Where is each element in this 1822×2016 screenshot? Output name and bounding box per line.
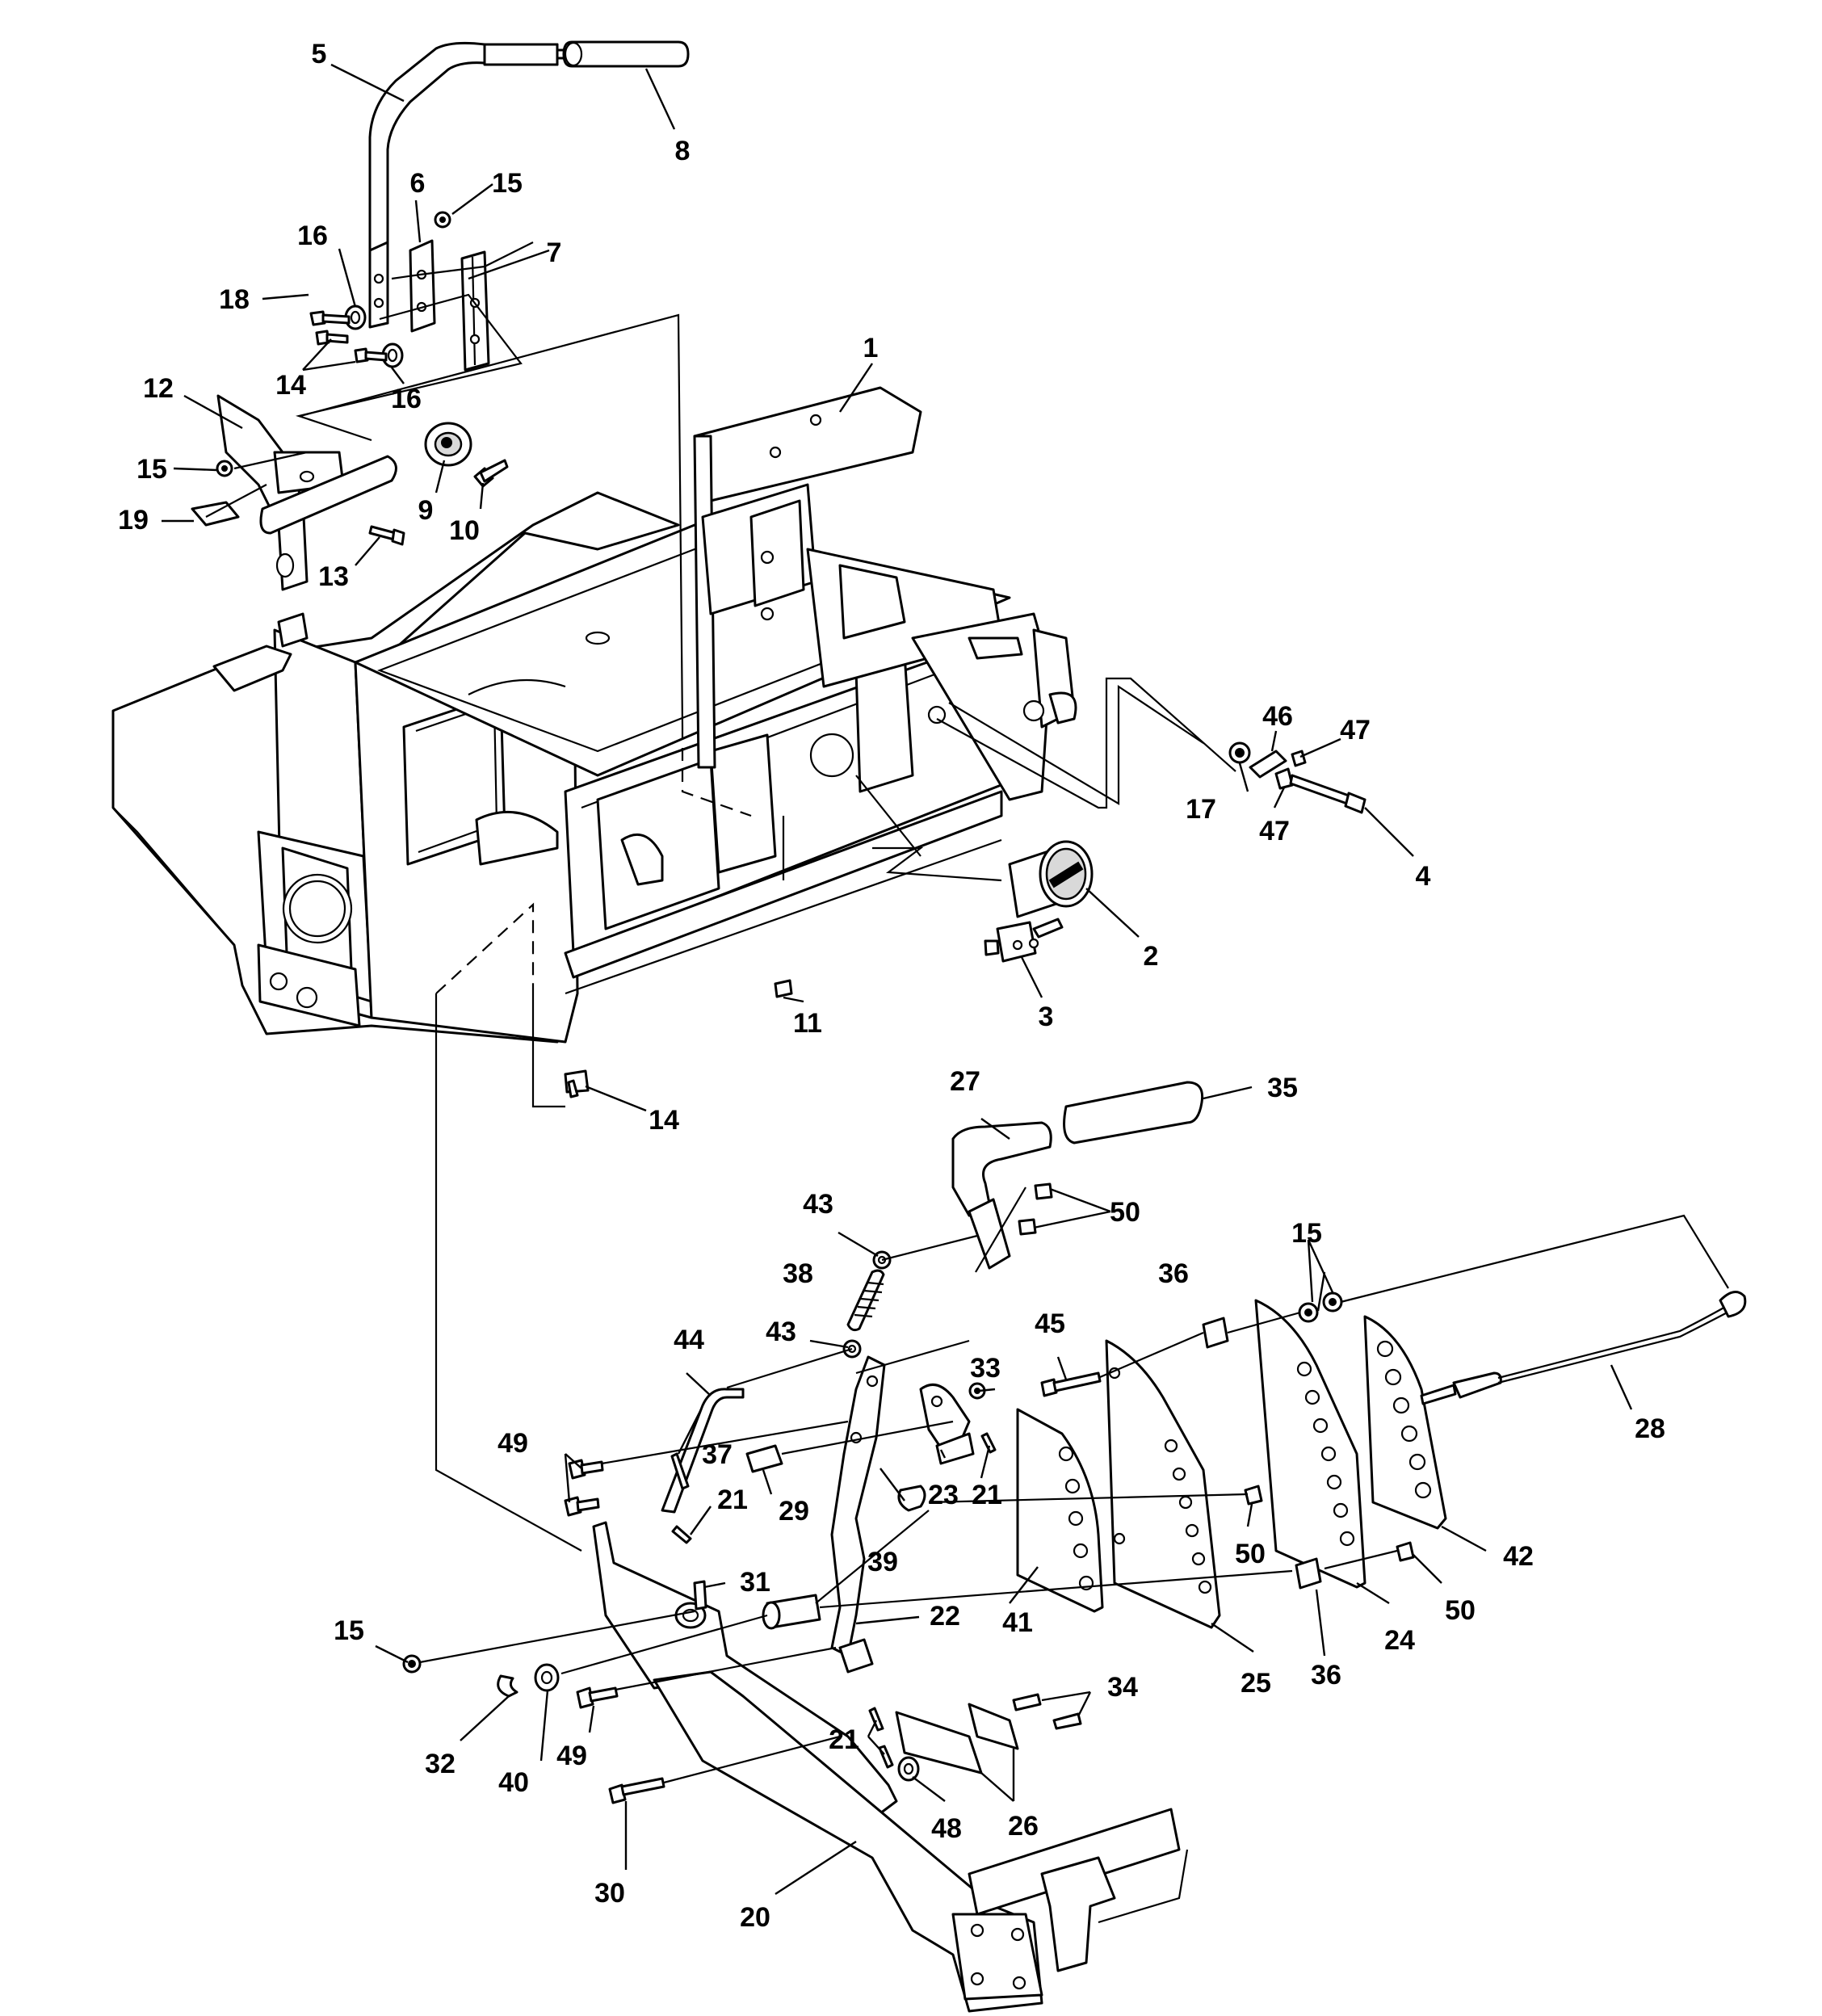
callout-32: 32 [425,1749,456,1779]
callout-7: 7 [547,237,562,268]
callout-45: 45 [1035,1308,1065,1339]
callout-12: 12 [143,373,174,404]
callout-46: 46 [1262,701,1293,732]
callout-16-lower: 16 [391,384,422,414]
callout-15-left: 15 [136,454,167,485]
pivot-assembly [191,394,509,591]
callout-22: 22 [930,1601,960,1632]
callout-42: 42 [1503,1541,1534,1572]
callout-43-lower: 43 [766,1317,796,1347]
callout-35: 35 [1267,1073,1298,1103]
callout-37: 37 [702,1439,733,1470]
callout-10: 10 [449,515,480,546]
callout-8: 8 [675,136,691,166]
callout-26: 26 [1008,1811,1039,1842]
callout-48: 48 [931,1813,962,1844]
callout-9: 9 [418,495,434,526]
callout-28: 28 [1635,1413,1665,1444]
callout-3: 3 [1039,1002,1054,1032]
callout-44: 44 [674,1325,704,1355]
callout-23: 23 [928,1480,959,1510]
callout-21-middle: 21 [972,1480,1002,1510]
callout-50-top: 50 [1110,1197,1140,1228]
callout-50-right: 50 [1445,1595,1476,1626]
callout-1: 1 [863,333,879,363]
callout-21-lower: 21 [829,1724,859,1755]
callout-27: 27 [950,1066,980,1097]
callout-36-upper: 36 [1158,1258,1189,1289]
switch-key-assembly [564,741,1366,1098]
leader-lines [162,63,1633,1896]
callout-5: 5 [312,39,327,69]
callout-24: 24 [1384,1625,1415,1656]
callout-34: 34 [1107,1672,1138,1703]
callout-17: 17 [1186,794,1216,825]
callout-20: 20 [740,1902,770,1933]
callout-15-bottom: 15 [334,1615,364,1646]
callout-30: 30 [594,1878,625,1909]
main-frame [111,386,1077,1044]
callout-labels: 1 2 3 4 5 6 7 8 9 10 11 12 13 14 14 15 1… [118,39,1665,1933]
callout-33: 33 [970,1353,1001,1384]
callout-15-top: 15 [492,168,523,199]
callout-49-upper: 49 [497,1428,528,1459]
callout-47-upper: 47 [1340,715,1371,746]
callout-50-middle: 50 [1235,1539,1266,1569]
callout-14-lower: 14 [649,1105,679,1136]
callout-31: 31 [740,1567,770,1598]
callout-29: 29 [779,1496,809,1527]
callout-49-lower: 49 [556,1741,587,1771]
callout-25: 25 [1241,1668,1271,1699]
callout-6: 6 [410,168,426,199]
assembly-lines-pedal [419,1186,1729,1784]
callout-39: 39 [867,1547,898,1577]
callout-4: 4 [1416,861,1431,892]
callout-2: 2 [1144,941,1159,972]
callout-21-upper: 21 [717,1485,748,1515]
callout-18: 18 [219,284,250,315]
callout-19: 19 [118,505,149,536]
pedal-assembly [402,1081,1747,2013]
handle-lever-assembly [295,40,690,442]
callout-15-right: 15 [1291,1218,1322,1249]
callout-36-lower: 36 [1311,1660,1341,1690]
callout-47-lower: 47 [1259,816,1290,846]
callout-13: 13 [318,561,349,592]
callout-43-upper: 43 [803,1189,833,1220]
callout-38: 38 [783,1258,813,1289]
callout-16-upper: 16 [297,220,328,251]
assembly-lines-frame [300,313,1236,1552]
callout-41: 41 [1002,1607,1033,1638]
callout-40: 40 [498,1767,529,1798]
callout-11: 11 [793,1008,822,1039]
callout-14-upper: 14 [275,370,306,401]
